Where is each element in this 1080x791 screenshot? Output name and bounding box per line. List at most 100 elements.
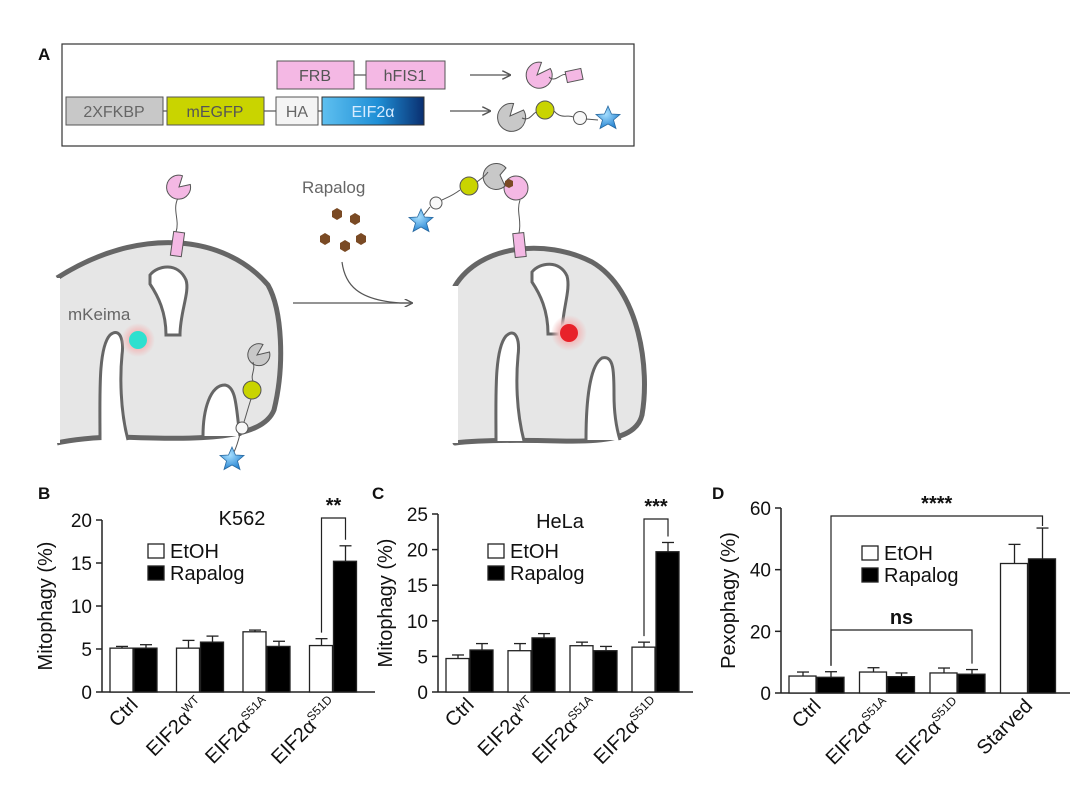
panel-label-b: B <box>38 484 50 503</box>
bar <box>266 645 291 693</box>
bar <box>133 647 158 693</box>
x-tick-label: EIF2αWT <box>141 692 210 761</box>
y-tick-label: 15 <box>71 554 92 575</box>
x-tick-label: EIF2αS51A <box>200 693 276 769</box>
significance-label: *** <box>644 496 668 518</box>
bar <box>109 647 134 693</box>
panel-label-a: A <box>38 45 50 64</box>
legend-label: Rapalog <box>170 563 245 585</box>
bar <box>593 650 618 693</box>
bar <box>569 645 594 693</box>
y-tick-label: 15 <box>407 576 428 597</box>
y-axis-label: Mitophagy (%) <box>375 539 397 668</box>
y-axis-label: Mitophagy (%) <box>35 542 57 671</box>
mitochondrion-right <box>452 245 647 446</box>
bar <box>1027 558 1057 694</box>
bar <box>816 676 845 694</box>
dimerized-complex <box>407 162 529 259</box>
legend-swatch <box>487 565 505 581</box>
ha-label: HA <box>286 104 309 121</box>
mitochondrion-left: mKeima <box>54 240 284 446</box>
eif2a-label: EIF2α <box>351 104 394 121</box>
significance-label: ns <box>890 607 913 629</box>
x-tick-label: EIF2αS51D <box>890 693 966 769</box>
legend-swatch <box>147 565 165 581</box>
y-tick-label: 0 <box>417 683 428 704</box>
significance-bracket <box>320 517 347 633</box>
y-tick-label: 10 <box>407 612 428 633</box>
legend-swatch <box>861 545 879 561</box>
y-tick-label: 40 <box>750 561 771 582</box>
bar <box>957 673 986 694</box>
bar <box>507 650 532 693</box>
bar <box>531 637 556 693</box>
rapalog-label: Rapalog <box>302 178 365 197</box>
legend-label: Rapalog <box>884 565 959 587</box>
process-arrow <box>341 261 410 304</box>
mkeima-label: mKeima <box>68 305 131 324</box>
legend-label: Rapalog <box>510 563 585 585</box>
x-tick-label: EIF2αS51D <box>588 692 664 768</box>
bar <box>999 562 1029 694</box>
x-tick-label: EIF2αS51A <box>820 694 896 770</box>
bar <box>929 672 958 694</box>
bar <box>175 647 201 693</box>
y-tick-label: 0 <box>81 683 92 704</box>
y-tick-label: 10 <box>71 597 92 618</box>
construct-box: FRB hFIS1 2XFKBP mEGFP HA EIF2α <box>61 43 635 147</box>
eif2a-block <box>321 96 425 126</box>
bar <box>242 631 267 693</box>
frb-hfis1-protein-icon <box>525 61 584 89</box>
x-tick-label: EIF2αS51A <box>527 693 603 769</box>
megfp-block <box>166 96 265 126</box>
legend-swatch <box>147 543 165 559</box>
fkbp-egfp-eif2a-protein-icon <box>497 100 622 132</box>
panel-label-d: D <box>712 484 724 503</box>
bar <box>631 646 656 693</box>
legend-swatch <box>861 567 879 583</box>
x-tick-label: Starved <box>973 695 1037 759</box>
ha-block <box>275 96 319 126</box>
x-tick-label: Ctrl <box>441 694 479 732</box>
significance-bracket <box>643 518 669 637</box>
free-construct-left <box>218 343 271 471</box>
mkeima-dot-red <box>560 324 578 342</box>
significance-bracket <box>830 515 1044 666</box>
frb-label: FRB <box>299 68 331 85</box>
frb-anchor-left <box>166 174 192 258</box>
hfis1-block <box>365 60 446 90</box>
y-tick-label: 0 <box>760 684 771 705</box>
mkeima-dot-cyan <box>129 331 147 349</box>
bar <box>308 644 334 693</box>
legend-swatch <box>487 543 505 559</box>
significance-bracket <box>830 629 973 666</box>
y-axis-label: Pexophagy (%) <box>718 532 740 669</box>
x-tick-label: Ctrl <box>105 694 143 732</box>
y-tick-label: 20 <box>407 541 428 562</box>
megfp-label: mEGFP <box>187 104 244 121</box>
bar <box>655 551 680 693</box>
y-tick-label: 25 <box>407 505 428 526</box>
bar <box>788 675 817 694</box>
frb-block <box>276 60 355 90</box>
y-tick-label: 20 <box>71 511 92 532</box>
x-tick-label: EIF2αS51D <box>266 692 342 768</box>
legend-label: EtOH <box>510 541 559 563</box>
rapalog-molecules <box>320 208 366 252</box>
legend-label: EtOH <box>170 541 219 563</box>
chart-title: K562 <box>219 508 266 530</box>
y-tick-label: 60 <box>750 499 771 520</box>
y-tick-label: 20 <box>750 622 771 643</box>
bar <box>886 676 916 694</box>
bar <box>469 649 494 693</box>
significance-label: ** <box>326 495 342 517</box>
bar <box>332 560 358 693</box>
legend-label: EtOH <box>884 543 933 565</box>
hfis1-label: hFIS1 <box>384 68 427 85</box>
bar <box>858 671 888 694</box>
panel-label-c: C <box>372 484 384 503</box>
fkbp-label: 2XFKBP <box>83 104 144 121</box>
